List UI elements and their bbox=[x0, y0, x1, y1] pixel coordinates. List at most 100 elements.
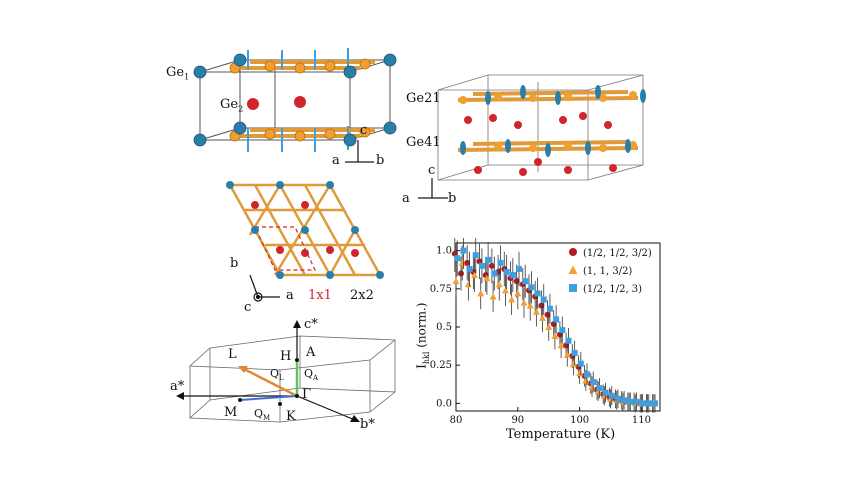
chart-point-triangle bbox=[464, 280, 472, 288]
ge21-label: Ge21 bbox=[406, 91, 441, 106]
panel-d-ql-arrowhead bbox=[238, 366, 248, 373]
chart-ytick-label: 0.25 bbox=[430, 360, 452, 371]
chart-point-triangle bbox=[520, 299, 528, 306]
chart-point-square bbox=[478, 262, 485, 269]
chart-point-triangle bbox=[477, 289, 485, 297]
panel-a-corner-atoms bbox=[193, 53, 397, 147]
chart-point-triangle bbox=[471, 271, 479, 279]
chart-xtick-label: 90 bbox=[511, 415, 524, 426]
chart-point-triangle bbox=[489, 292, 497, 300]
ge1-label: Ge1 bbox=[166, 65, 190, 82]
chart-point-square bbox=[559, 327, 566, 334]
bz-point-Gamma: Γ bbox=[302, 387, 312, 402]
panel-c-drawing bbox=[226, 181, 384, 302]
panel-a-drawing bbox=[193, 48, 397, 163]
chart-point-square bbox=[645, 400, 652, 407]
chart-xtick-label: 110 bbox=[632, 415, 651, 426]
panel-a-axes bbox=[345, 140, 374, 163]
legend-label: (1/2, 1/2, 3/2) bbox=[583, 248, 652, 259]
legend-marker bbox=[569, 284, 577, 292]
chart-xtick-label: 80 bbox=[450, 415, 463, 426]
chart-point-square bbox=[639, 400, 646, 407]
panel-b-red-atoms bbox=[464, 112, 617, 176]
panel-c-red-atoms bbox=[251, 201, 359, 257]
chart-point-square bbox=[491, 270, 498, 277]
ge41-label: Ge41 bbox=[406, 135, 441, 150]
chart-point-square bbox=[633, 398, 640, 405]
chart-ytick-label: 0.75 bbox=[430, 284, 452, 295]
bz-point-QM: QM bbox=[254, 407, 271, 423]
chart-point-circle bbox=[488, 262, 495, 269]
chart-point-square bbox=[652, 400, 659, 407]
panel-b-drawing bbox=[418, 74, 646, 199]
chart-point-triangle bbox=[495, 280, 503, 288]
chart-point-triangle bbox=[576, 369, 584, 376]
panel-a-kagome-atoms bbox=[229, 58, 371, 142]
panel-b-axis-c: c bbox=[428, 163, 436, 178]
bz-axis-b-star: b* bbox=[360, 417, 375, 432]
chart-point-square bbox=[584, 371, 591, 378]
bz-point-K: K bbox=[286, 409, 296, 424]
chart-point-square bbox=[571, 349, 578, 356]
panel-c-kagome-plane: b a c 1x1 2x2 bbox=[220, 175, 400, 315]
legend-label: (1, 1, 3/2) bbox=[583, 266, 632, 277]
panel-a-axis-a: a bbox=[332, 153, 340, 168]
panel-d-drawing bbox=[176, 320, 397, 423]
bz-point-A: A bbox=[306, 345, 316, 360]
ge2-label: Ge2 bbox=[220, 97, 244, 114]
bz-axis-c-star: c* bbox=[304, 317, 318, 332]
panel-c-axis-c: c bbox=[244, 300, 252, 315]
chart-point-square bbox=[534, 290, 541, 297]
panel-c-axes bbox=[249, 274, 280, 302]
chart-point-triangle bbox=[551, 332, 559, 340]
panel-c-axis-a: a bbox=[286, 288, 294, 303]
panel-d-points bbox=[238, 358, 299, 406]
chart-point-square bbox=[608, 392, 615, 399]
panel-c-axis-b: b bbox=[230, 256, 239, 271]
chart-point-square bbox=[553, 316, 560, 323]
panel-c-1x1-cell bbox=[254, 226, 316, 271]
chart-point-square bbox=[621, 397, 628, 404]
panel-c-corner-atoms bbox=[226, 181, 384, 279]
chart-point-circle bbox=[476, 258, 483, 265]
panel-d-axes bbox=[176, 320, 360, 422]
chart-point-square bbox=[516, 265, 523, 272]
label-2x2: 2x2 bbox=[350, 288, 374, 303]
panel-d-brillouin-zone: c* a* b* L H A QL QA Γ M QM K bbox=[170, 318, 410, 438]
chart-point-triangle bbox=[582, 376, 590, 384]
legend-marker bbox=[569, 248, 577, 256]
chart-point-triangle bbox=[501, 286, 509, 294]
chart-point-square bbox=[565, 337, 572, 344]
panel-b-ge-atoms bbox=[460, 85, 646, 157]
chart-point-circle bbox=[451, 250, 458, 257]
bz-point-M: M bbox=[224, 405, 238, 420]
chart-point-square bbox=[497, 259, 504, 266]
legend-marker bbox=[568, 265, 578, 274]
bz-point-L: L bbox=[228, 347, 237, 362]
chart-point-square bbox=[528, 284, 535, 291]
chart-xtick-label: 100 bbox=[570, 415, 589, 426]
chart-ylabel: Ihkl (norm.) bbox=[414, 302, 431, 369]
chart-point-square bbox=[602, 389, 609, 396]
bz-point-QA: QA bbox=[304, 367, 319, 383]
legend-label: (1/2, 1/2, 3) bbox=[583, 284, 642, 295]
chart-point-square bbox=[590, 378, 597, 385]
chart-point-triangle bbox=[539, 314, 547, 321]
panel-b-unit-cell bbox=[437, 74, 644, 181]
panel-a-spin-arrows bbox=[247, 48, 349, 152]
panel-b-axes bbox=[418, 178, 448, 199]
chart-point-triangle bbox=[526, 302, 534, 309]
chart-point-square bbox=[503, 269, 510, 276]
chart-point-triangle bbox=[532, 308, 540, 315]
chart-point-square bbox=[485, 256, 492, 263]
chart-ytick-label: 0.5 bbox=[436, 322, 452, 333]
panel-d-qm-vector bbox=[239, 395, 298, 401]
chart-point-square bbox=[454, 255, 461, 262]
label-1x1: 1x1 bbox=[308, 288, 332, 303]
chart-point-square bbox=[540, 296, 547, 303]
chart-point-triangle bbox=[569, 360, 577, 367]
panel-b-axis-a: a bbox=[402, 191, 410, 206]
bz-point-H: H bbox=[280, 349, 292, 364]
